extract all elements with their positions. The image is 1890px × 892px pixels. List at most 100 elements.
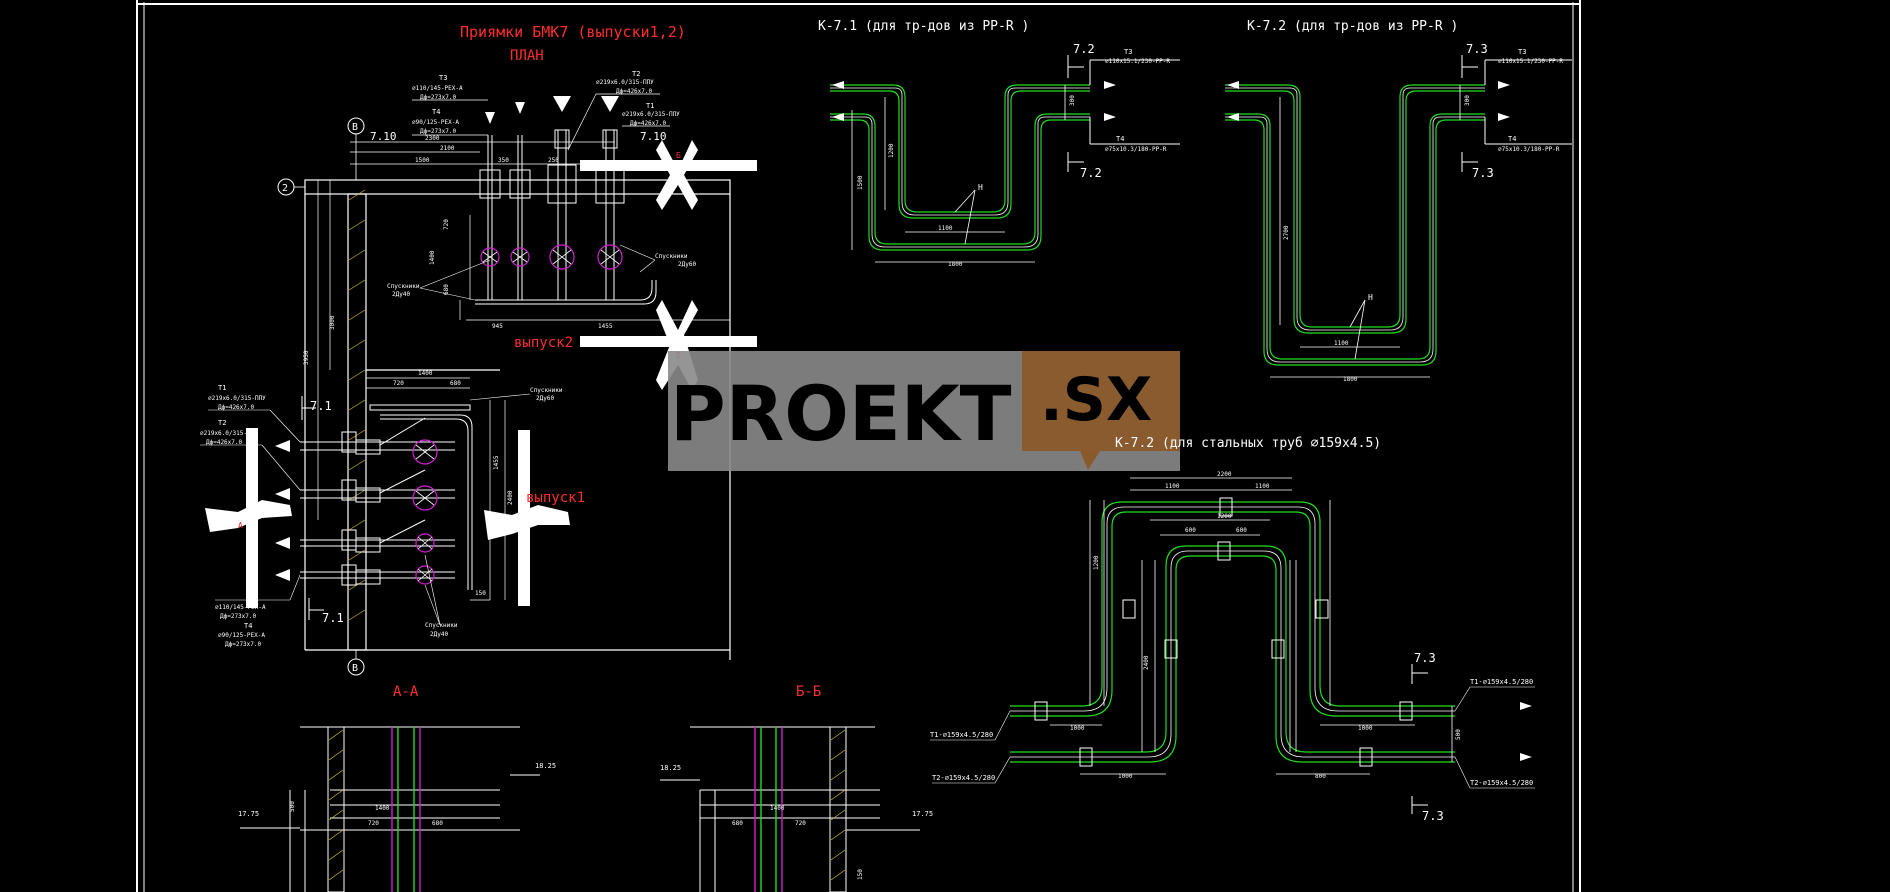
drawing-label: А (238, 521, 243, 530)
drawing-label: 1800 (1343, 376, 1358, 383)
drawing-label: 2Ду60 (678, 261, 696, 268)
drawing-label: 2100 (440, 145, 455, 152)
section-bb: Б-Б 18.25 (660, 684, 933, 892)
drawing-label: ⌀110х15.1/230-PP-R (1105, 58, 1170, 65)
drawing-label: Дф=273х7.0 (420, 94, 457, 101)
drawing-label: 1000 (1118, 773, 1133, 780)
section-cut-marker-top (580, 140, 757, 210)
plan-lower-pipes (300, 404, 473, 590)
drawing-label: 2300 (425, 135, 440, 142)
k72-steel-pipes (1010, 501, 1455, 763)
drawing-label: 2200 (1217, 471, 1232, 478)
drawing-label: 300 (1464, 95, 1471, 106)
drawing-label: 7.3 (1466, 42, 1488, 56)
drawing-label: Т4 (244, 622, 252, 630)
drawing-label: 1400 (375, 805, 390, 812)
k72-title: К-7.2 (для тр-дов из PP-R ) (1247, 19, 1458, 34)
drawing-label: В (352, 122, 358, 133)
drawing-label: ⌀110/145-PEX-A (215, 604, 266, 611)
drawing-label: 1455 (493, 455, 500, 470)
k72-steel-supports (1034, 497, 1413, 767)
drawing-label: 1500 (857, 175, 864, 190)
drawing-label: Т1-⌀159х4.5/280 (1470, 678, 1533, 686)
drawing-label: 1400 (770, 805, 785, 812)
drawing-label: 1000 (1358, 725, 1373, 732)
drawing-label: Спускники (530, 387, 563, 394)
drawing-label: Т2-⌀159х4.5/280 (932, 774, 995, 782)
drawing-label: 1100 (1255, 483, 1270, 490)
drawing-label: 2Ду60 (536, 395, 554, 402)
k71-title: К-7.1 (для тр-дов из PP-R ) (818, 19, 1029, 34)
drawing-label: Спускники (655, 253, 688, 260)
drawing-label: Н (978, 183, 983, 192)
plan-lower-valves (412, 439, 438, 585)
drawing-label: Т4 (1116, 135, 1124, 143)
drawing-label: 18.25 (660, 764, 681, 772)
drawing-label: 500 (289, 801, 296, 812)
drawing-label: 1800 (948, 261, 963, 268)
drawing-label: Т1 (646, 102, 654, 110)
drawing-label: ⌀90/125-PEX-A (412, 119, 459, 126)
drawing-label: 680 (732, 820, 743, 827)
proekt-watermark: PROEKT .SX (668, 351, 1180, 471)
drawing-label: 7.10 (640, 130, 667, 143)
drawing-label: Т2 (218, 419, 226, 427)
drawing-label: 2Ду40 (430, 631, 448, 638)
section-cut-marker-left (205, 428, 292, 608)
drawing-label: В (352, 663, 358, 674)
drawing-label: 1200 (1217, 513, 1232, 520)
k72-steel-title: К-7.2 (для стальных труб ⌀159х4.5) (1115, 436, 1381, 451)
drawing-label: Т2 (632, 70, 640, 78)
watermark-text-right: .SX (1040, 365, 1152, 435)
drawing-label: Дф=426х7.0 (206, 439, 243, 446)
plan-title: Приямки БМК7 (выпуски1,2) (460, 23, 686, 41)
drawing-label: ⌀219х6.0/315-ППУ (208, 395, 266, 402)
plan-lower-arrows (275, 440, 290, 581)
drawing-label: Дф=273х7.0 (220, 613, 257, 620)
drawing-label: Дф=426х7.0 (616, 88, 653, 95)
drawing-label: 7.3 (1422, 809, 1444, 823)
drawing-label: 350 (498, 157, 509, 164)
drawing-label: Дф=273х7.0 (225, 641, 262, 648)
drawing-label: 1455 (598, 323, 613, 330)
drawing-label: Т3 (1518, 48, 1526, 56)
drawing-label: ⌀219х6.0/315-ППУ (200, 430, 258, 437)
drawing-label: 18.25 (535, 762, 556, 770)
section-cut-marker-right (484, 430, 570, 606)
watermark-text-left: PROEKT (670, 369, 1012, 458)
drawing-label: ⌀219х6.0/315-ППУ (596, 79, 654, 86)
drawing-label: 600 (1185, 527, 1196, 534)
section-aa: А-А (238, 684, 556, 892)
drawing-label: 800 (1315, 773, 1326, 780)
drawing-label: 300 (1069, 95, 1076, 106)
drawing-label: 1500 (415, 157, 430, 164)
drawing-label: 1100 (1165, 483, 1180, 490)
drawing-label: 17.75 (912, 810, 933, 818)
drawing-label: 7.1 (322, 611, 344, 625)
drawing-label: Т3 (439, 74, 447, 82)
drawing-label: 2400 (1143, 655, 1150, 670)
drawing-label: 1400 (429, 250, 436, 265)
drawing-label: 1000 (1070, 725, 1085, 732)
drawing-label: 17.75 (238, 810, 259, 818)
plan-top-arrows (485, 96, 619, 124)
drawing-label: 1100 (938, 225, 953, 232)
drawing-label: ⌀90/125-PEX-A (218, 632, 265, 639)
drawing-label: Дф=273х7.0 (420, 128, 457, 135)
drawing-label: Т3 (1124, 48, 1132, 56)
drawing-label: 720 (443, 219, 450, 230)
k72-view: К-7.2 (для тр-дов из PP-R ) Н 1100 1800 … (1225, 19, 1572, 383)
drawing-label: Т1 (218, 384, 226, 392)
drawing-label: Спускники (425, 622, 458, 629)
drawing-label: ⌀110х15.1/230-PP-R (1498, 58, 1563, 65)
drawing-label: 7.3 (1472, 166, 1494, 180)
drawing-label: 720 (795, 820, 806, 827)
drawing-label: 500 (1455, 729, 1462, 740)
drawing-label: 7.2 (1080, 166, 1102, 180)
drawing-label: 680 (450, 380, 461, 387)
drawing-label: 1200 (1093, 555, 1100, 570)
drawing-label: 7.3 (1414, 651, 1436, 665)
drawing-label: Т1-⌀159х4.5/280 (930, 731, 993, 739)
drawing-label: 1400 (418, 370, 433, 377)
